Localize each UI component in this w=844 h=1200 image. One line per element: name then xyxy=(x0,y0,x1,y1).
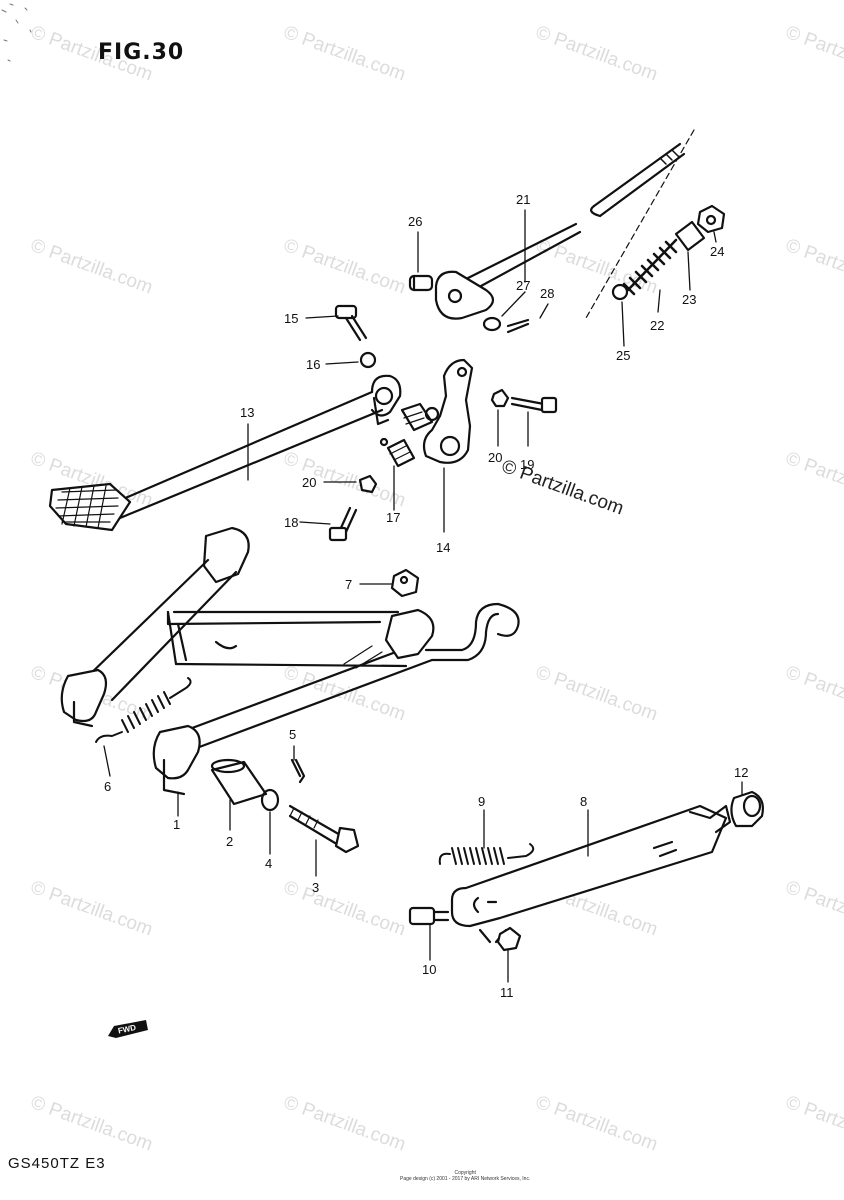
callout-27: 27 xyxy=(516,278,530,293)
guide-line xyxy=(585,129,695,319)
callout-labels: 1 2 3 4 5 6 7 8 9 10 11 12 13 14 15 16 1… xyxy=(104,192,748,1000)
callout-10: 10 xyxy=(422,962,436,977)
copyright: Copyright Page design (c) 2001 - 2017 by… xyxy=(400,1170,530,1182)
nut xyxy=(490,388,510,408)
callout-20b: 20 xyxy=(302,475,316,490)
center-stand xyxy=(60,526,520,796)
callout-28: 28 xyxy=(540,286,554,301)
callout-7: 7 xyxy=(345,577,352,592)
nut xyxy=(496,926,522,952)
scan-noise xyxy=(1,3,32,62)
callout-8: 8 xyxy=(580,794,587,809)
callout-25: 25 xyxy=(616,348,630,363)
callout-26: 26 xyxy=(408,214,422,229)
copyright-line-2: Page design (c) 2001 - 2017 by ARI Netwo… xyxy=(400,1176,531,1182)
callout-1: 1 xyxy=(173,817,180,832)
fwd-label: FWD xyxy=(117,1023,137,1036)
callout-11: 11 xyxy=(500,985,514,1000)
callout-4: 4 xyxy=(265,856,272,871)
rod-joint xyxy=(674,220,706,252)
rod-end xyxy=(590,142,686,218)
bolt xyxy=(328,506,358,542)
callout-19: 19 xyxy=(520,457,534,472)
cotter-pin xyxy=(290,758,306,784)
callout-18: 18 xyxy=(284,515,298,530)
callout-12: 12 xyxy=(734,765,748,780)
callout-17: 17 xyxy=(386,510,400,525)
callout-23: 23 xyxy=(682,292,696,307)
washer xyxy=(482,316,502,332)
adjusting-nut xyxy=(696,204,726,234)
pivot-bolt xyxy=(288,804,360,854)
side-stand-bolt xyxy=(408,906,450,926)
brake-rod xyxy=(434,222,582,320)
callout-15: 15 xyxy=(284,311,298,326)
bracket-bolt xyxy=(510,396,558,414)
side-stand xyxy=(450,804,732,944)
washer xyxy=(260,788,280,812)
pedal-bracket xyxy=(422,358,474,464)
nut xyxy=(358,474,378,494)
figure-label: FIG.30 xyxy=(98,40,185,65)
callout-5: 5 xyxy=(289,727,296,742)
model-code: GS450TZ E3 xyxy=(8,1155,106,1172)
copyright-line-1: Copyright xyxy=(454,1170,476,1176)
callout-22: 22 xyxy=(650,318,664,333)
callout-3: 3 xyxy=(312,880,319,895)
cap-nut xyxy=(390,568,420,598)
callout-13: 13 xyxy=(240,405,254,420)
brake-pedal xyxy=(48,374,402,532)
fwd-arrow-icon: FWD xyxy=(108,1020,148,1038)
callout-14: 14 xyxy=(436,540,450,555)
rod-spring xyxy=(622,238,678,296)
callout-16: 16 xyxy=(306,357,320,372)
stand-rubber xyxy=(730,790,764,828)
side-stand-spring xyxy=(438,843,535,865)
callout-2: 2 xyxy=(226,834,233,849)
pedal-bolt xyxy=(334,304,368,342)
washer xyxy=(611,283,629,301)
grease-nipple xyxy=(379,437,389,447)
cotter-pin xyxy=(506,318,530,334)
leader-lines xyxy=(103,209,743,983)
pedal-bushing xyxy=(386,402,434,468)
nut xyxy=(359,351,377,369)
pivot-sleeve xyxy=(210,758,268,806)
callout-6: 6 xyxy=(104,779,111,794)
callout-20a: 20 xyxy=(488,450,502,465)
callout-9: 9 xyxy=(478,794,485,809)
callout-24: 24 xyxy=(710,244,724,259)
stand-spring xyxy=(95,677,192,743)
callout-21: 21 xyxy=(516,192,530,207)
clevis-pin xyxy=(408,274,434,292)
